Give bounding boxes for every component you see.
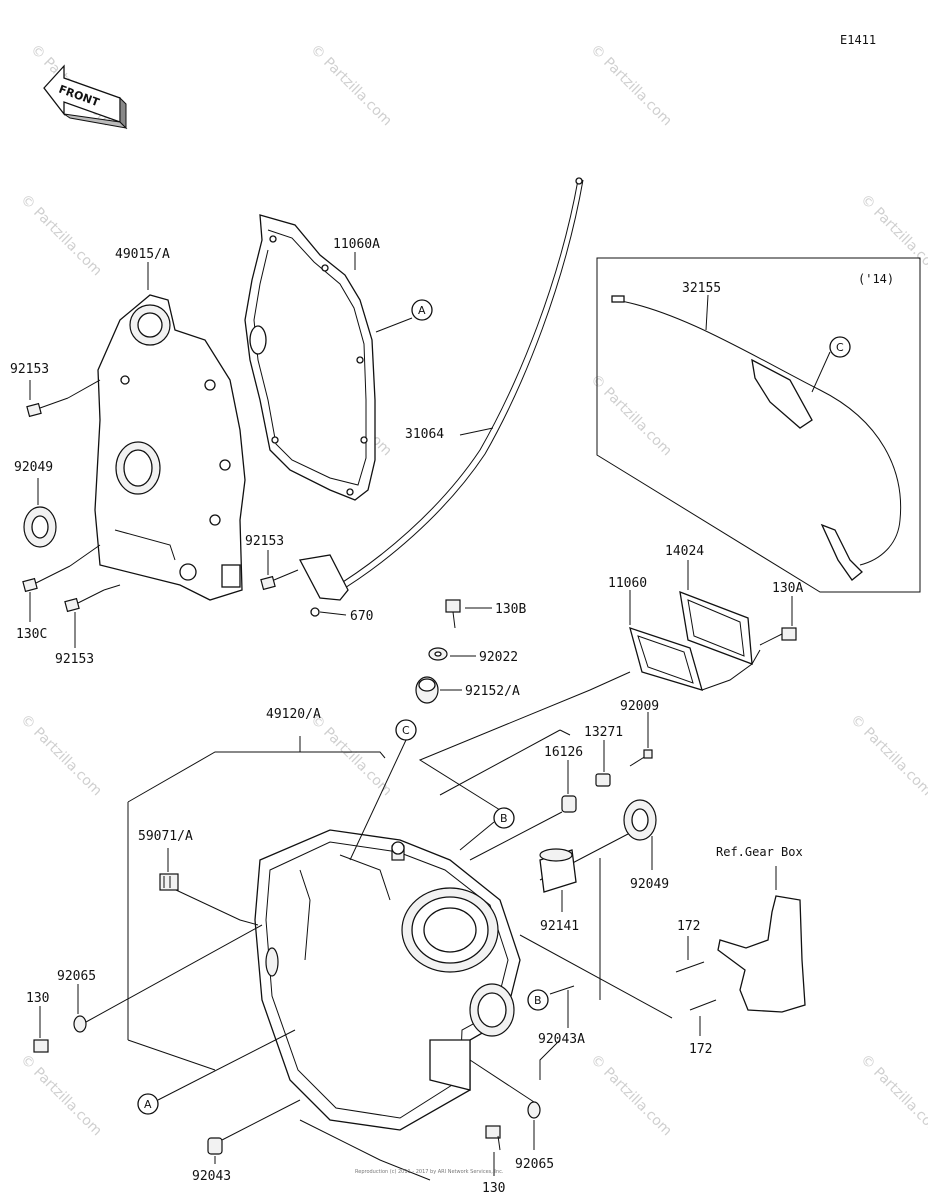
callout-a-upper: A xyxy=(411,299,433,321)
crankcase-49120A[interactable] xyxy=(254,829,521,1131)
callout-b-lower: B xyxy=(527,989,549,1011)
label-92043A: 92043A xyxy=(538,1032,585,1047)
ref-gear-box: Ref.Gear Box xyxy=(716,845,803,859)
watermark-13: © Partzilla.com xyxy=(857,1052,928,1140)
watermark-9: © Partzilla.com xyxy=(307,712,395,800)
front-arrow-icon: FRONT xyxy=(43,64,128,130)
dipstick-assembly-32155[interactable] xyxy=(611,295,902,581)
label-92152A: 92152/A xyxy=(465,684,520,699)
watermark-10: © Partzilla.com xyxy=(847,712,928,800)
grommet-92152A[interactable] xyxy=(415,676,439,704)
label-92049-b: 92049 xyxy=(630,877,669,892)
label-92153-c: 92153 xyxy=(55,652,94,667)
watermark-2: © Partzilla.com xyxy=(307,42,395,130)
label-49120A: 49120/A xyxy=(266,707,321,722)
label-59071A: 59071/A xyxy=(138,829,193,844)
callout-c-lower: C xyxy=(395,719,417,741)
gear-box-bracket[interactable] xyxy=(717,895,806,1013)
label-11060: 11060 xyxy=(608,576,647,591)
bolt-130C[interactable] xyxy=(22,565,71,593)
label-92153-a: 92153 xyxy=(10,362,49,377)
pin-92043A[interactable] xyxy=(549,985,575,995)
dowel-pin-92043[interactable] xyxy=(207,1137,223,1155)
label-670: 670 xyxy=(350,609,373,624)
diagram-code: E1411 xyxy=(840,33,876,47)
svg-text:B: B xyxy=(500,812,508,825)
label-14024: 14024 xyxy=(665,544,704,559)
label-92049-a: 92049 xyxy=(14,460,53,475)
label-130-b: 130 xyxy=(482,1181,505,1196)
callout-b-upper: B xyxy=(493,807,515,829)
callout-a-lower: A xyxy=(137,1093,159,1115)
label-16126: 16126 xyxy=(544,745,583,760)
label-49015A: 49015/A xyxy=(115,247,170,262)
dipstick-tube[interactable] xyxy=(299,177,584,617)
screw-92009[interactable] xyxy=(629,749,653,767)
label-11060A: 11060A xyxy=(333,237,380,252)
washer-92065-a[interactable] xyxy=(73,1015,87,1033)
label-172-a: 172 xyxy=(677,919,700,934)
stud-172-a[interactable] xyxy=(675,961,705,973)
bolt-130A[interactable] xyxy=(759,627,797,646)
watermark-11: © Partzilla.com xyxy=(17,1052,105,1140)
washer-92022[interactable] xyxy=(428,647,448,661)
washer-92065-b[interactable] xyxy=(527,1101,541,1119)
watermark-4: © Partzilla.com xyxy=(17,192,105,280)
label-130B: 130B xyxy=(495,602,526,617)
watermark-3: © Partzilla.com xyxy=(587,42,675,130)
oil-seal-92049-a[interactable] xyxy=(23,506,57,548)
stud-172-b[interactable] xyxy=(689,999,717,1011)
label-31064: 31064 xyxy=(405,427,444,442)
gear-case-cover[interactable] xyxy=(94,294,246,601)
label-172-b: 172 xyxy=(689,1042,712,1057)
bolt-92153-a[interactable] xyxy=(26,397,69,418)
label-92009: 92009 xyxy=(620,699,659,714)
label-130A: 130A xyxy=(772,581,803,596)
svg-text:B: B xyxy=(534,994,542,1007)
bolt-130-a[interactable] xyxy=(33,1039,49,1053)
bolt-130-b[interactable] xyxy=(485,1125,501,1151)
bolt-92153-b[interactable] xyxy=(260,569,299,591)
label-130-a: 130 xyxy=(26,991,49,1006)
svg-text:C: C xyxy=(836,341,844,354)
callout-c-upper: C xyxy=(829,336,851,358)
bolt-92153-c[interactable] xyxy=(64,589,105,613)
svg-text:C: C xyxy=(402,724,410,737)
label-13271: 13271 xyxy=(584,725,623,740)
year-variant-box xyxy=(596,257,921,593)
label-92065-a: 92065 xyxy=(57,969,96,984)
copyright-footer: Reproduction (c) 2011 - 2017 by ARI Netw… xyxy=(355,1169,504,1175)
bolt-130B[interactable] xyxy=(445,599,461,629)
oil-seal-92049-b[interactable] xyxy=(623,799,657,841)
watermark-5: © Partzilla.com xyxy=(857,192,928,280)
label-92022: 92022 xyxy=(479,650,518,665)
year-note: ('14) xyxy=(858,272,894,286)
plug-59071A[interactable] xyxy=(159,873,179,891)
watermark-8: © Partzilla.com xyxy=(17,712,105,800)
watermark-7: © Partzilla.com xyxy=(587,372,675,460)
dowel-pin-16126[interactable] xyxy=(561,795,577,813)
watermark-12: © Partzilla.com xyxy=(587,1052,675,1140)
label-92065-b: 92065 xyxy=(515,1157,554,1172)
plug-13271[interactable] xyxy=(595,773,611,787)
svg-text:A: A xyxy=(418,304,426,317)
label-92043: 92043 xyxy=(192,1169,231,1184)
label-130C: 130C xyxy=(16,627,47,642)
label-32155: 32155 xyxy=(682,281,721,296)
cover-gasket[interactable] xyxy=(244,214,376,501)
svg-text:A: A xyxy=(144,1098,152,1111)
label-92141: 92141 xyxy=(540,919,579,934)
bushing-92141[interactable] xyxy=(539,848,577,893)
label-92153-b: 92153 xyxy=(245,534,284,549)
